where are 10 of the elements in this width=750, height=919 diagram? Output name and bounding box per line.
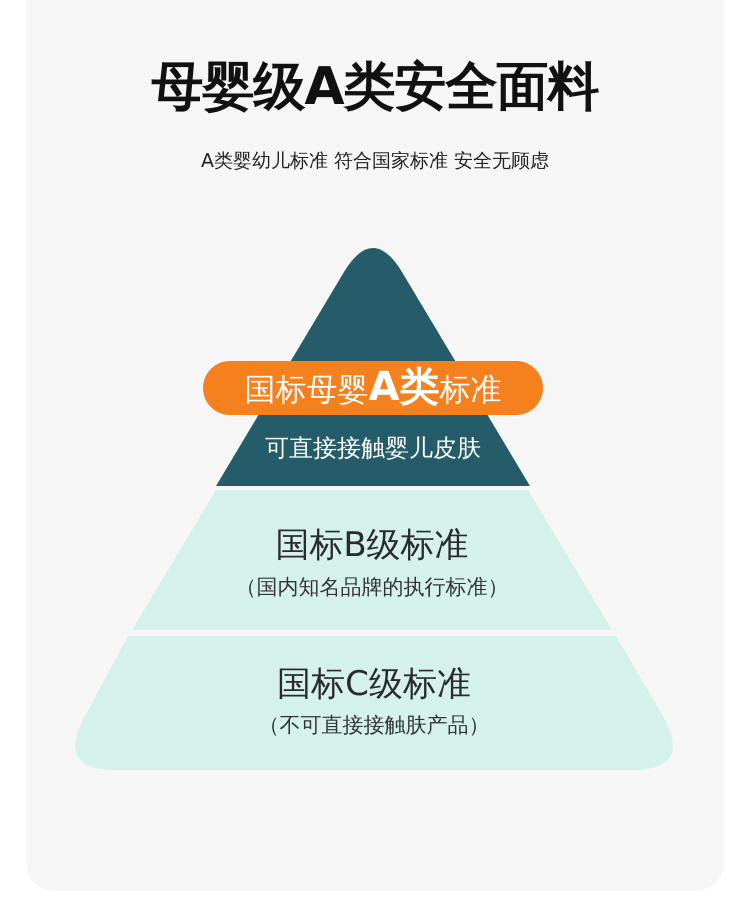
pyramid-middle-tier xyxy=(132,490,612,630)
page-title: 母婴级A类安全面料 xyxy=(151,56,599,118)
pyramid-bottom-tier xyxy=(75,636,673,770)
tier-description: （国内知名品牌的执行标准） xyxy=(236,574,508,601)
tier-description: 可直接接触婴儿皮肤 xyxy=(265,434,481,462)
tier-heading: 国标C级标准 xyxy=(277,664,471,704)
subtitle: A类婴幼儿标准 符合国家标准 安全无顾虑 xyxy=(200,149,550,174)
tier-heading: 国标B级标准 xyxy=(275,525,469,565)
tier-description: （不可直接接触肤产品） xyxy=(258,712,490,739)
grade-a-banner: 国标母婴A类标准 xyxy=(203,361,543,415)
